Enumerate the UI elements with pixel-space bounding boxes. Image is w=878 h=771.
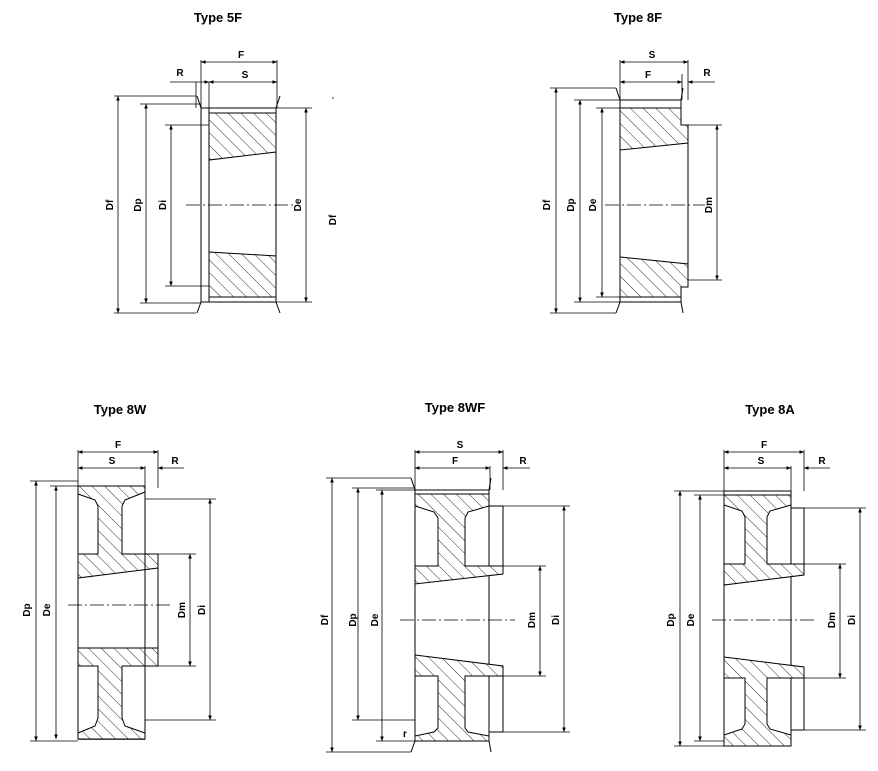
dim-label-di: Di (197, 605, 208, 615)
dim-label-de: De (293, 198, 304, 211)
dim-label-r: R (703, 68, 711, 79)
dim-label-s: S (109, 456, 116, 467)
dim-label-df: Df (105, 199, 116, 210)
dim-label-de: De (686, 613, 697, 626)
dim-label-dp: Dp (348, 613, 359, 626)
dim-label-f: F (645, 70, 651, 81)
dim-label-r: R (171, 456, 179, 467)
dim-label-stray: Df (328, 214, 339, 225)
dim-label-f: F (115, 440, 121, 451)
dim-label-dm: Dm (177, 602, 188, 618)
dim-label-dm: Dm (827, 612, 838, 628)
dim-label-de: De (42, 603, 53, 616)
dim-label-df: Df (542, 199, 553, 210)
dim-label-f: F (238, 50, 244, 61)
dim-label-de: De (370, 613, 381, 626)
dim-label-r: R (176, 68, 184, 79)
diagram-type-8w: Type 8W F S R Dp De Dm Di (22, 402, 216, 742)
diagram-title: Type 8F (614, 10, 662, 25)
dim-label-s: S (649, 50, 656, 61)
dim-label-s: S (242, 70, 249, 81)
diagram-type-8wf: Type 8WF S F R Df Dp (320, 400, 570, 753)
dim-label-di: Di (847, 615, 858, 625)
dim-label-dp: Dp (22, 603, 33, 616)
dim-label-s: S (457, 440, 464, 451)
dim-label-s: S (758, 456, 765, 467)
dim-label-dm: Dm (527, 612, 538, 628)
dim-label-df: Df (320, 614, 331, 625)
dim-label-dp: Dp (566, 198, 577, 211)
dim-label-dp: Dp (133, 198, 144, 211)
dim-label-di: Di (158, 200, 169, 210)
diagram-type-8f: Type 8F S F R Df Dp De Dm (542, 10, 722, 314)
diagram-title: Type 8W (94, 402, 147, 417)
dim-label-di: Di (551, 615, 562, 625)
diagram-title: Type 8A (745, 402, 795, 417)
diagram-title: Type 8WF (425, 400, 485, 415)
dim-label-dp: Dp (666, 613, 677, 626)
diagram-type-5f: Type 5F F S R Df Dp D (105, 10, 339, 314)
dim-label-de: De (588, 198, 599, 211)
dim-label-f: F (761, 440, 767, 451)
dim-label-r: R (818, 456, 826, 467)
dim-label-f: F (452, 456, 458, 467)
dim-label-dm: Dm (704, 197, 715, 213)
dim-label-r-small: r (403, 729, 407, 740)
diagram-title: Type 5F (194, 10, 242, 25)
dim-label-r: R (519, 456, 527, 467)
diagram-type-8a: Type 8A F S R Dp De Dm Di (666, 402, 866, 747)
